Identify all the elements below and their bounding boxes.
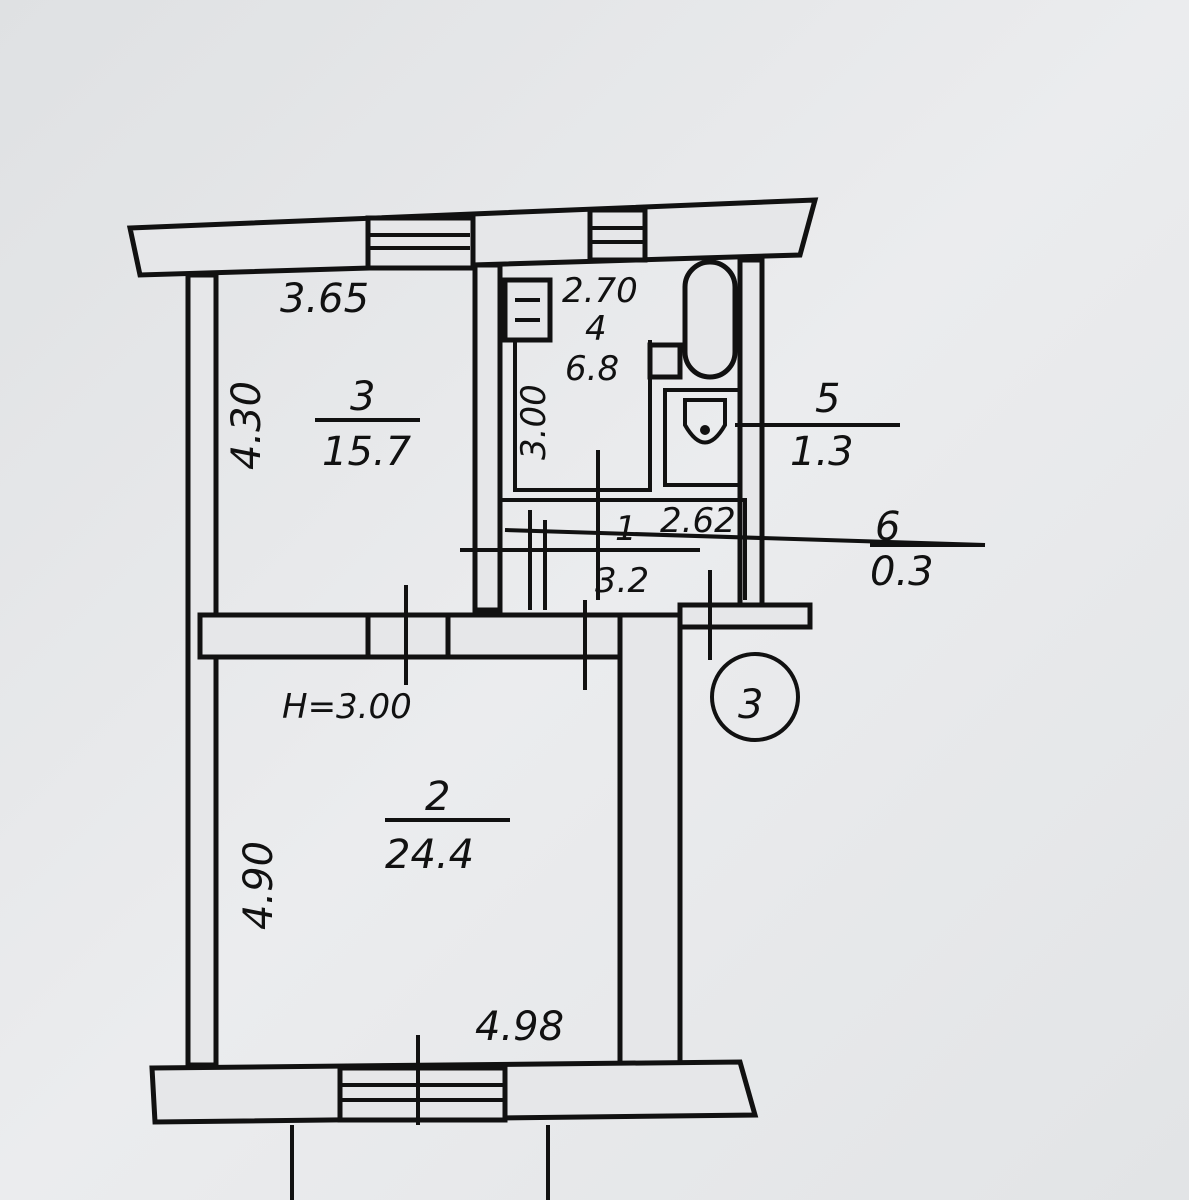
top-window-right (587, 207, 648, 263)
room3-area: 15.7 (322, 429, 412, 475)
room3-length: 4.30 (224, 381, 270, 470)
room6-number: 6 (875, 504, 900, 550)
sink-icon (647, 342, 683, 380)
room4-length: 3.00 (514, 384, 554, 460)
corridor-wall (677, 602, 813, 630)
bottom-window (337, 1035, 508, 1125)
room1-width: 2.62 (660, 501, 736, 541)
room1-area: 3.2 (595, 561, 649, 601)
kitchen-left-wall (472, 262, 503, 613)
room3-width: 3.65 (280, 276, 369, 322)
room2-length: 4.90 (236, 841, 282, 930)
toilet-icon (663, 388, 742, 487)
top-window-left (365, 215, 476, 271)
room5-area: 1.3 (790, 429, 854, 475)
room4-width: 2.70 (562, 271, 638, 311)
room4-number: 4 (585, 309, 607, 349)
room5-number: 5 (815, 376, 840, 422)
left-exterior-wall (185, 272, 219, 1068)
hall-outline (500, 498, 747, 600)
door-room3 (365, 585, 451, 685)
room1-number: 1 (615, 509, 637, 549)
kitchen-outline (513, 340, 652, 492)
room3-number: 3 (350, 374, 375, 420)
room2-width: 4.98 (475, 1004, 564, 1050)
room6-area: 0.3 (870, 549, 934, 595)
bathtub-icon (682, 259, 738, 380)
room2-area: 24.4 (385, 832, 474, 878)
room4-area: 6.8 (565, 349, 619, 389)
ceiling-height: H=3.00 (282, 687, 412, 727)
apartment-number-circle (710, 652, 800, 742)
right-wall-room2 (617, 612, 683, 1068)
apartment-number: 3 (738, 682, 763, 728)
stove-icon (502, 277, 553, 343)
room2-number: 2 (425, 774, 450, 820)
